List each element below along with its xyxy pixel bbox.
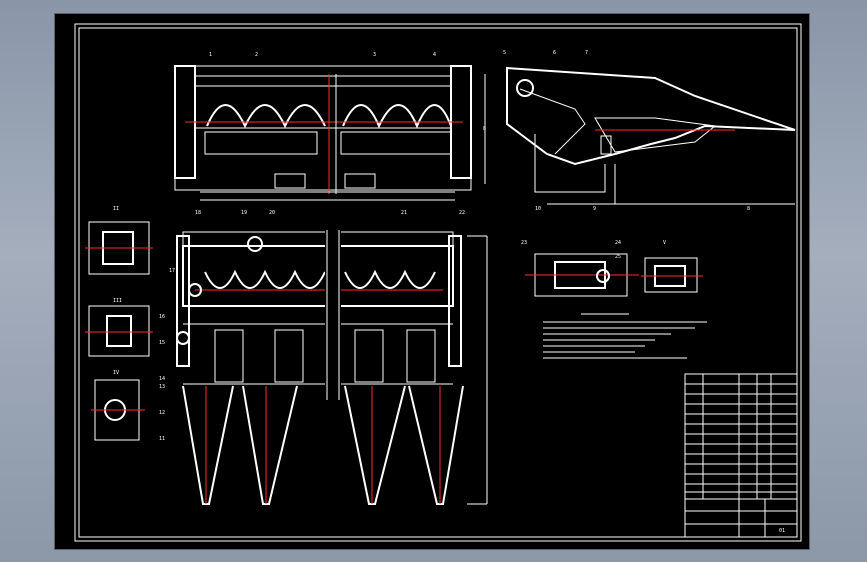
callout-25: 25	[615, 254, 621, 260]
callout-23: 23	[521, 240, 527, 246]
callout-14: 14	[159, 376, 165, 382]
front-view	[174, 65, 486, 201]
callout-17: 17	[169, 268, 175, 274]
section-mark-ii: II	[113, 206, 119, 212]
drawing-sheet: 1 2 3 4 8 5 6 7 8 9 10	[55, 14, 809, 549]
callout-4: 4	[433, 52, 436, 58]
plan-view	[176, 230, 488, 505]
callout-10: 10	[535, 206, 541, 212]
drawing-number: 01	[779, 528, 785, 534]
section-mark-iii: III	[113, 298, 122, 304]
callout-12: 12	[159, 410, 165, 416]
title-block	[684, 498, 798, 538]
callout-11: 11	[159, 436, 165, 442]
section-mark-v: V	[663, 240, 666, 246]
detail-views	[525, 253, 703, 297]
callout-9: 9	[593, 206, 596, 212]
callout-16: 16	[159, 314, 165, 320]
callout-13: 13	[159, 384, 165, 390]
callout-2: 2	[255, 52, 258, 58]
outer-border	[74, 23, 802, 542]
callout-21: 21	[401, 210, 407, 216]
callout-20: 20	[269, 210, 275, 216]
callout-19: 19	[241, 210, 247, 216]
technical-notes	[543, 313, 707, 359]
callout-8: 8	[747, 206, 750, 212]
section-mark: 8	[483, 126, 486, 132]
callout-7: 7	[585, 50, 588, 56]
callout-15: 15	[159, 340, 165, 346]
callout-3: 3	[373, 52, 376, 58]
callout-18: 18	[195, 210, 201, 216]
section-mark-iv: IV	[113, 370, 119, 376]
callout-22: 22	[459, 210, 465, 216]
callout-24: 24	[615, 240, 621, 246]
callout-6: 6	[553, 50, 556, 56]
parts-list	[684, 373, 798, 500]
callout-1: 1	[209, 52, 212, 58]
inner-border	[78, 27, 798, 538]
callout-5: 5	[503, 50, 506, 56]
section-views	[85, 221, 153, 441]
cad-drawing: 1 2 3 4 8 5 6 7 8 9 10	[74, 23, 802, 542]
side-view	[506, 66, 796, 205]
